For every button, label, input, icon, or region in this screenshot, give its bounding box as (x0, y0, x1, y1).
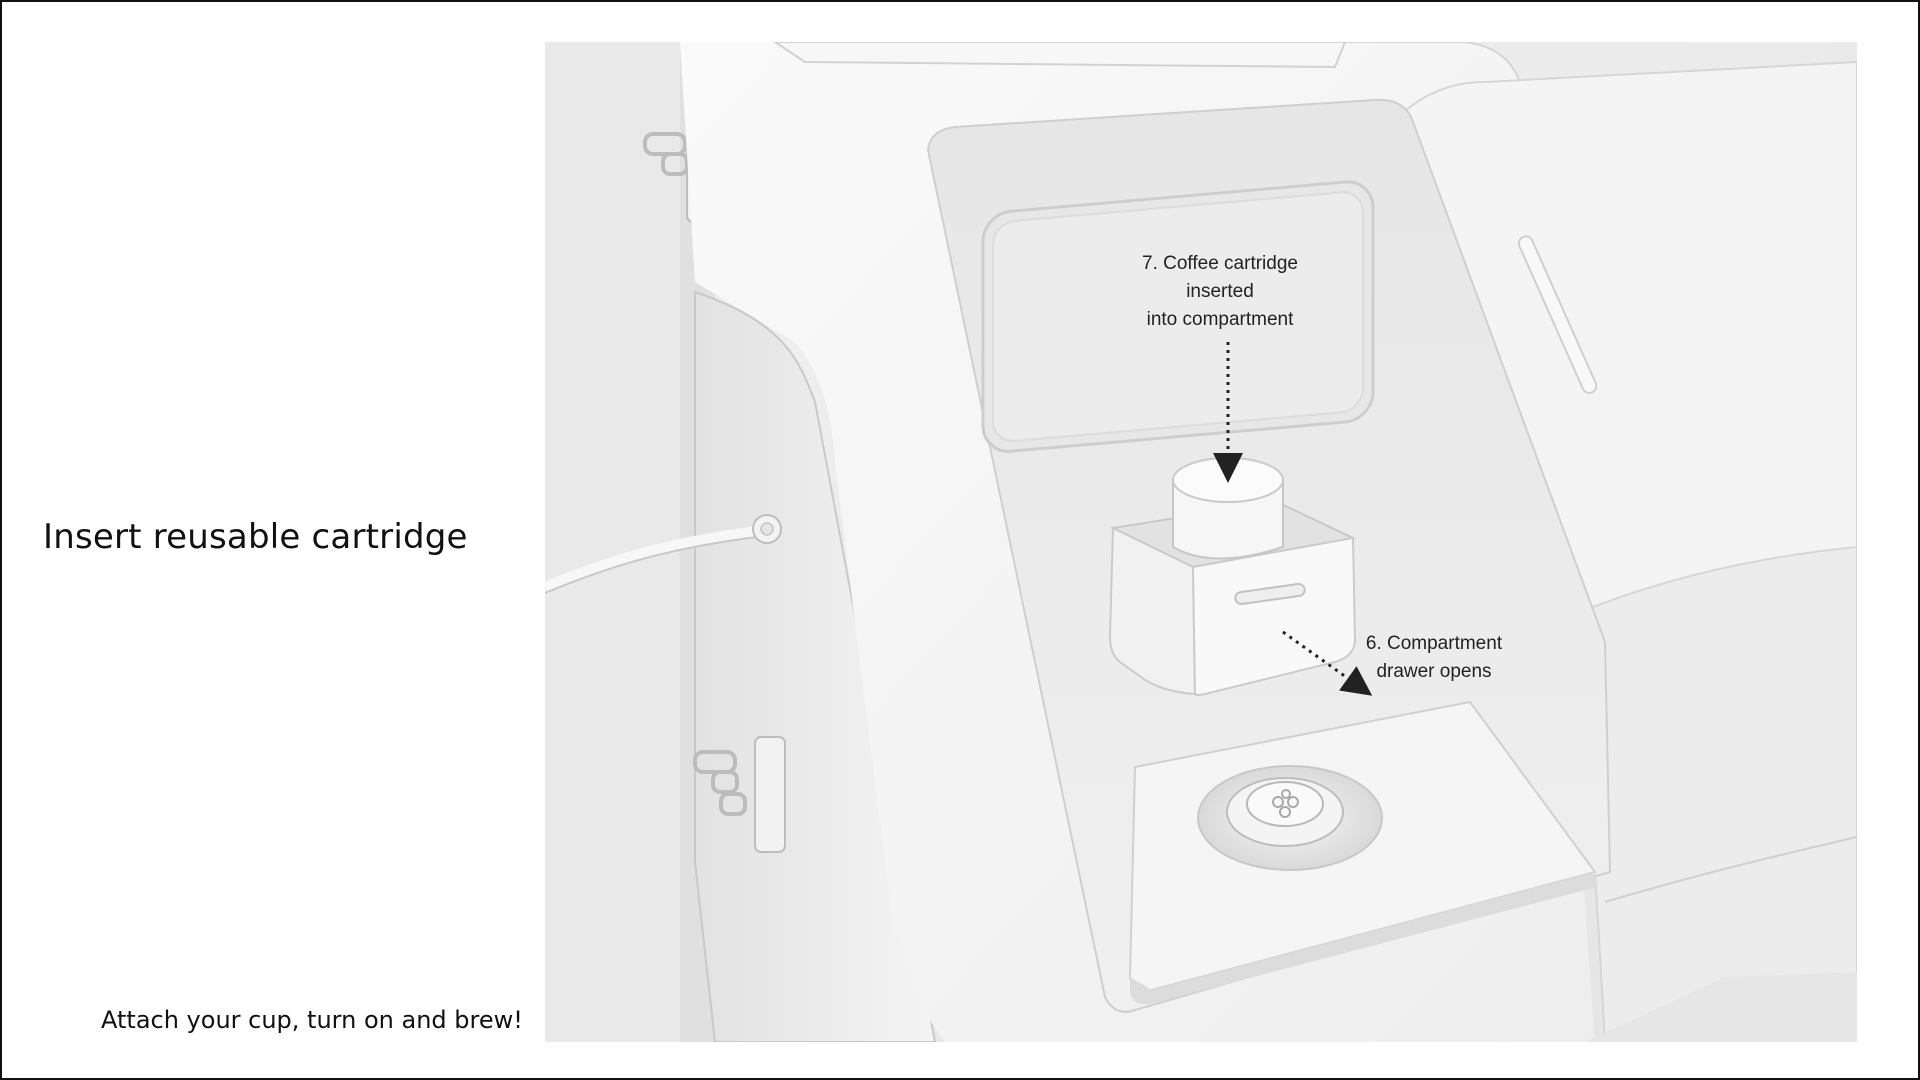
hinge-bottom-icon (693, 736, 786, 853)
coffee-machine-illustration: 7. Coffee cartridge inserted into compar… (545, 42, 1857, 1042)
lid-handle-icon (1517, 235, 1598, 394)
annotation-line: 7. Coffee cartridge (1142, 253, 1298, 274)
slide-title: Insert reusable cartridge (43, 517, 468, 557)
annotation-line: inserted (1186, 281, 1254, 302)
coffee-machine-render-icon (545, 42, 1857, 1042)
annotation-line: into compartment (1146, 309, 1294, 330)
annotation-drawer-opens: 6. Compartment drawer opens (1334, 630, 1534, 686)
compartment-drawer-icon (1108, 500, 1357, 696)
slide-caption: Attach your cup, turn on and brew! (101, 1006, 523, 1034)
annotation-line: drawer opens (1376, 661, 1492, 682)
coffee-cartridge-icon (1172, 457, 1284, 560)
annotation-line: 6. Compartment (1365, 633, 1503, 654)
annotation-cartridge-inserted: 7. Coffee cartridge inserted into compar… (1105, 250, 1335, 334)
brew-port-icon (1197, 765, 1383, 871)
drawer-handle-icon (1234, 582, 1306, 606)
